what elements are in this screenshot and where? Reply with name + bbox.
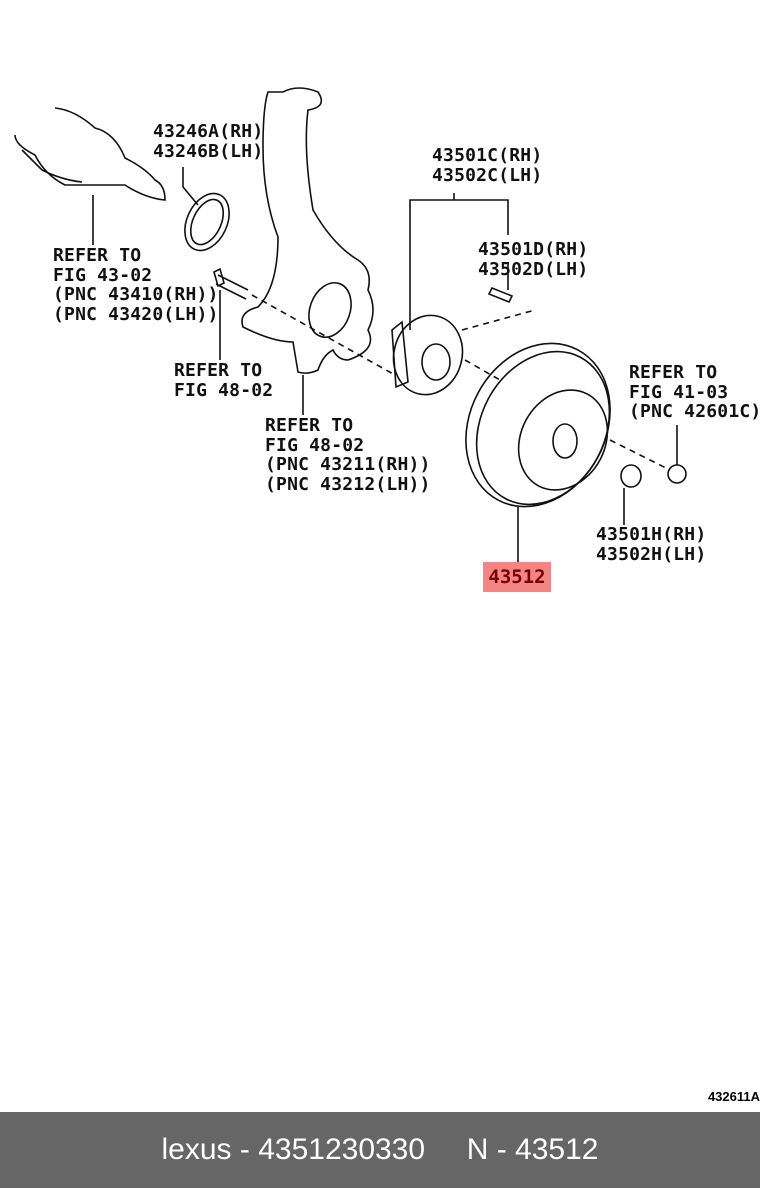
drive-shaft-outline bbox=[14, 107, 166, 201]
steering-knuckle bbox=[241, 87, 374, 374]
leader-hub bbox=[409, 199, 509, 330]
label-line: 43501D(RH) bbox=[478, 239, 589, 260]
hub-bolt bbox=[487, 286, 514, 304]
label-hub-nut: 43501H(RH)43502H(LH) bbox=[596, 525, 706, 564]
figure-code: 432611A bbox=[707, 1089, 760, 1104]
label-line: (PNC 42601C) bbox=[629, 401, 760, 422]
exploded-parts-diagram bbox=[14, 87, 687, 562]
label-line: FIG 48-02 bbox=[174, 379, 274, 401]
label-line: 43502H(LH) bbox=[596, 543, 707, 565]
caliper-nut bbox=[667, 464, 687, 484]
label-line: 43501H(RH) bbox=[596, 524, 707, 545]
hub-bearing bbox=[392, 314, 464, 396]
label-line: 43502C(LH) bbox=[432, 164, 543, 186]
label-line: 43246A(RH) bbox=[153, 121, 264, 142]
highlighted-part-43512[interactable]: 43512 bbox=[483, 562, 551, 592]
label-line: 43501C(RH) bbox=[432, 145, 543, 166]
label-line: (PNC 43212(LH)) bbox=[265, 473, 431, 495]
label-line: 43246B(LH) bbox=[153, 140, 264, 162]
label-line: (PNC 43420(LH)) bbox=[53, 303, 219, 325]
label-line: REFER TO bbox=[629, 362, 718, 383]
hub-nut bbox=[620, 464, 642, 488]
label-line: FIG 41-03 bbox=[629, 381, 729, 403]
leader-seal bbox=[182, 167, 199, 206]
label-line: FIG 48-02 bbox=[265, 434, 365, 456]
label-seal: 43246A(RH)43246B(LH) bbox=[153, 122, 263, 161]
label-line: 43502D(LH) bbox=[478, 258, 589, 280]
label-line: (PNC 43410(RH)) bbox=[53, 284, 219, 305]
label-line: REFER TO bbox=[174, 360, 263, 381]
label-line: FIG 43-02 bbox=[53, 264, 153, 286]
knuckle-bolt bbox=[213, 267, 249, 300]
label-line: REFER TO bbox=[265, 415, 354, 436]
label-line: REFER TO bbox=[53, 245, 142, 266]
label-hub-bolt: 43501D(RH)43502D(LH) bbox=[478, 240, 588, 279]
label-line: (PNC 43211(RH)) bbox=[265, 454, 431, 475]
label-hub: 43501C(RH)43502C(LH) bbox=[432, 146, 542, 185]
seal-ring bbox=[184, 192, 230, 252]
footer-part-info: lexus - 4351230330 N - 43512 bbox=[0, 1112, 760, 1188]
